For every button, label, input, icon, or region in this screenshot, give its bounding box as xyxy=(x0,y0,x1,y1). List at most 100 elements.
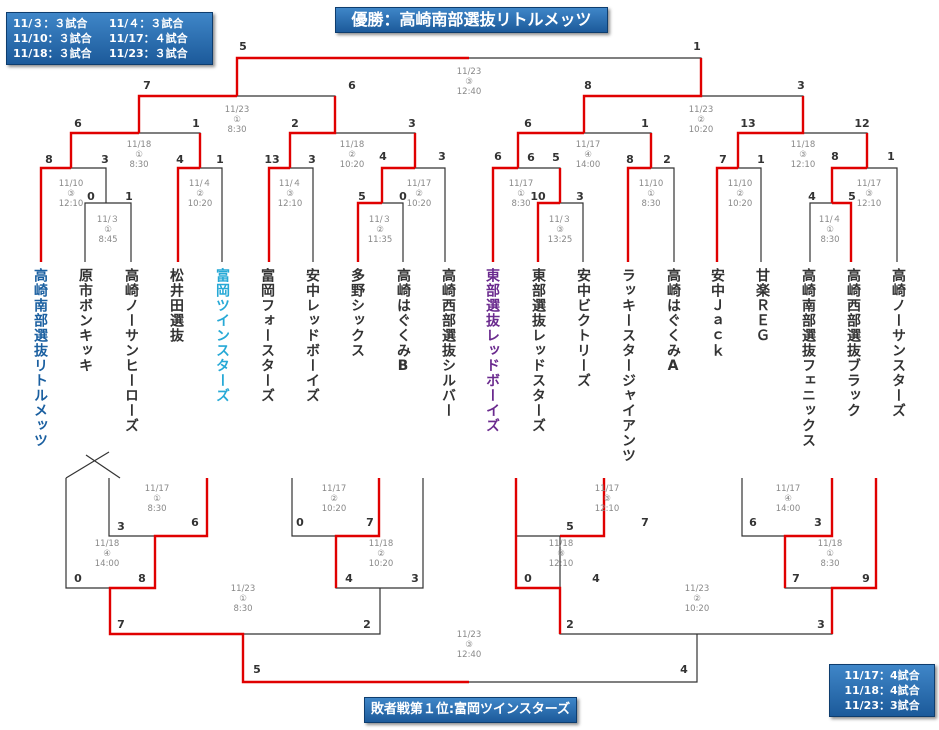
match-info: 12:10 xyxy=(278,199,303,209)
match-info: 11/17 xyxy=(576,140,601,150)
team-name: 安中ビクトリーズ xyxy=(575,268,591,388)
score-label: 1 xyxy=(887,150,895,163)
team-name: ラッキースタージャイアンツ xyxy=(620,268,636,463)
team-name: 富岡フォースターズ xyxy=(259,268,275,403)
match-info: 11/23 xyxy=(457,67,482,77)
team-name-consolation: 富岡ツインスターズ xyxy=(214,268,230,403)
team-name: 高崎南部選抜フェニックス xyxy=(800,268,816,448)
score-label: 3 xyxy=(101,153,109,166)
match-info: ④ xyxy=(784,494,792,504)
score-label: 1 xyxy=(693,40,701,53)
schedule-entry: 11/18：３試合 xyxy=(13,47,92,60)
match-info: ③ xyxy=(67,189,75,199)
match-info: 11/３ xyxy=(549,215,571,225)
score-label: 12 xyxy=(854,117,869,130)
match-info: 8:30 xyxy=(820,559,839,569)
match-info: 11/10 xyxy=(59,179,84,189)
champion-banner: 優勝：高崎南部選抜リトルメッツ xyxy=(335,7,608,33)
match-info: 12:10 xyxy=(59,199,84,209)
score-label: 4 xyxy=(592,572,600,585)
score-label: 6 xyxy=(749,516,757,529)
score-label: 8 xyxy=(45,153,53,166)
team-name-runner-up: 東部選抜レッドボーイズ xyxy=(484,268,500,433)
match-info: 10:20 xyxy=(689,125,714,135)
match-info: 14:00 xyxy=(576,160,601,170)
match-info: 12:10 xyxy=(595,504,620,514)
match-info: 8:30 xyxy=(641,199,660,209)
match-info: ① xyxy=(135,150,143,160)
match-info: 10:20 xyxy=(685,604,710,614)
schedule-entry: 11/17：４試合 xyxy=(109,32,188,45)
match-info: ① xyxy=(647,189,655,199)
match-info: ③ xyxy=(465,77,473,87)
score-label: 1 xyxy=(216,153,224,166)
match-info: ① xyxy=(104,225,112,235)
score-label: 4 xyxy=(680,663,688,676)
score-label: 3 xyxy=(411,572,419,585)
match-info: 12:10 xyxy=(791,160,816,170)
winner-lines xyxy=(39,56,878,684)
match-info: 11/17 xyxy=(407,179,432,189)
match-info: 11/３ xyxy=(97,215,119,225)
match-info: ① xyxy=(239,594,247,604)
score-label: 0 xyxy=(296,516,304,529)
score-label: 2 xyxy=(566,618,574,631)
match-info: 11/４ xyxy=(189,179,211,189)
score-label: 3 xyxy=(817,618,825,631)
match-info: ③ xyxy=(557,549,565,559)
match-info: 11/10 xyxy=(639,179,664,189)
match-info: ③ xyxy=(799,150,807,160)
match-info: 14:00 xyxy=(95,559,120,569)
team-name: 高崎西部選抜シルバー xyxy=(440,268,456,418)
score-label: 2 xyxy=(663,153,671,166)
match-info: ② xyxy=(376,225,384,235)
match-info: ② xyxy=(693,594,701,604)
match-info: 14:00 xyxy=(776,504,801,514)
match-info: ② xyxy=(377,549,385,559)
score-label: 2 xyxy=(291,117,299,130)
score-label: 7 xyxy=(366,516,374,529)
match-info: 11/17 xyxy=(509,179,534,189)
match-info: ② xyxy=(736,189,744,199)
score-label: 1 xyxy=(125,190,133,203)
match-info: 12:10 xyxy=(549,559,574,569)
score-label: 5 xyxy=(253,663,261,676)
match-info: 11/17 xyxy=(322,484,347,494)
score-label: 5 xyxy=(239,40,247,53)
team-name: 高崎ノーサンヒーローズ xyxy=(123,268,139,433)
team-name: 高崎はぐくみB xyxy=(395,268,411,375)
match-info: ④ xyxy=(584,150,592,160)
score-label: 1 xyxy=(641,117,649,130)
match-info: ③ xyxy=(865,189,873,199)
score-label: 13 xyxy=(264,153,279,166)
match-info: 8:30 xyxy=(511,199,530,209)
score-label: 8 xyxy=(626,153,634,166)
match-info: 11/18 xyxy=(340,140,365,150)
match-info: 11/17 xyxy=(595,484,620,494)
team-name: 原市ボンキッキ xyxy=(77,268,93,373)
score-label: 6 xyxy=(348,79,356,92)
match-info: ③ xyxy=(556,225,564,235)
match-info: 11:35 xyxy=(368,235,393,245)
schedule-entry: 11/18：4試合 xyxy=(844,684,920,697)
score-label: 6 xyxy=(191,516,199,529)
score-label: 7 xyxy=(117,618,125,631)
score-label: 4 xyxy=(176,153,184,166)
match-info: 11/10 xyxy=(728,179,753,189)
match-info: 11/23 xyxy=(685,584,710,594)
match-info: 10:20 xyxy=(188,199,213,209)
score-label: 6 xyxy=(494,150,502,163)
team-name: 安中Ｊａｃｋ xyxy=(709,268,725,358)
score-label: 3 xyxy=(408,117,416,130)
score-label: 3 xyxy=(576,190,584,203)
schedule-entry: 11/23：３試合 xyxy=(109,47,188,60)
match-info: 10:20 xyxy=(407,199,432,209)
score-label: 3 xyxy=(814,516,822,529)
score-label: 4 xyxy=(808,190,816,203)
match-info: ① xyxy=(153,494,161,504)
score-label: 0 xyxy=(74,572,82,585)
match-info: 10:20 xyxy=(728,199,753,209)
match-info: 11/18 xyxy=(127,140,152,150)
